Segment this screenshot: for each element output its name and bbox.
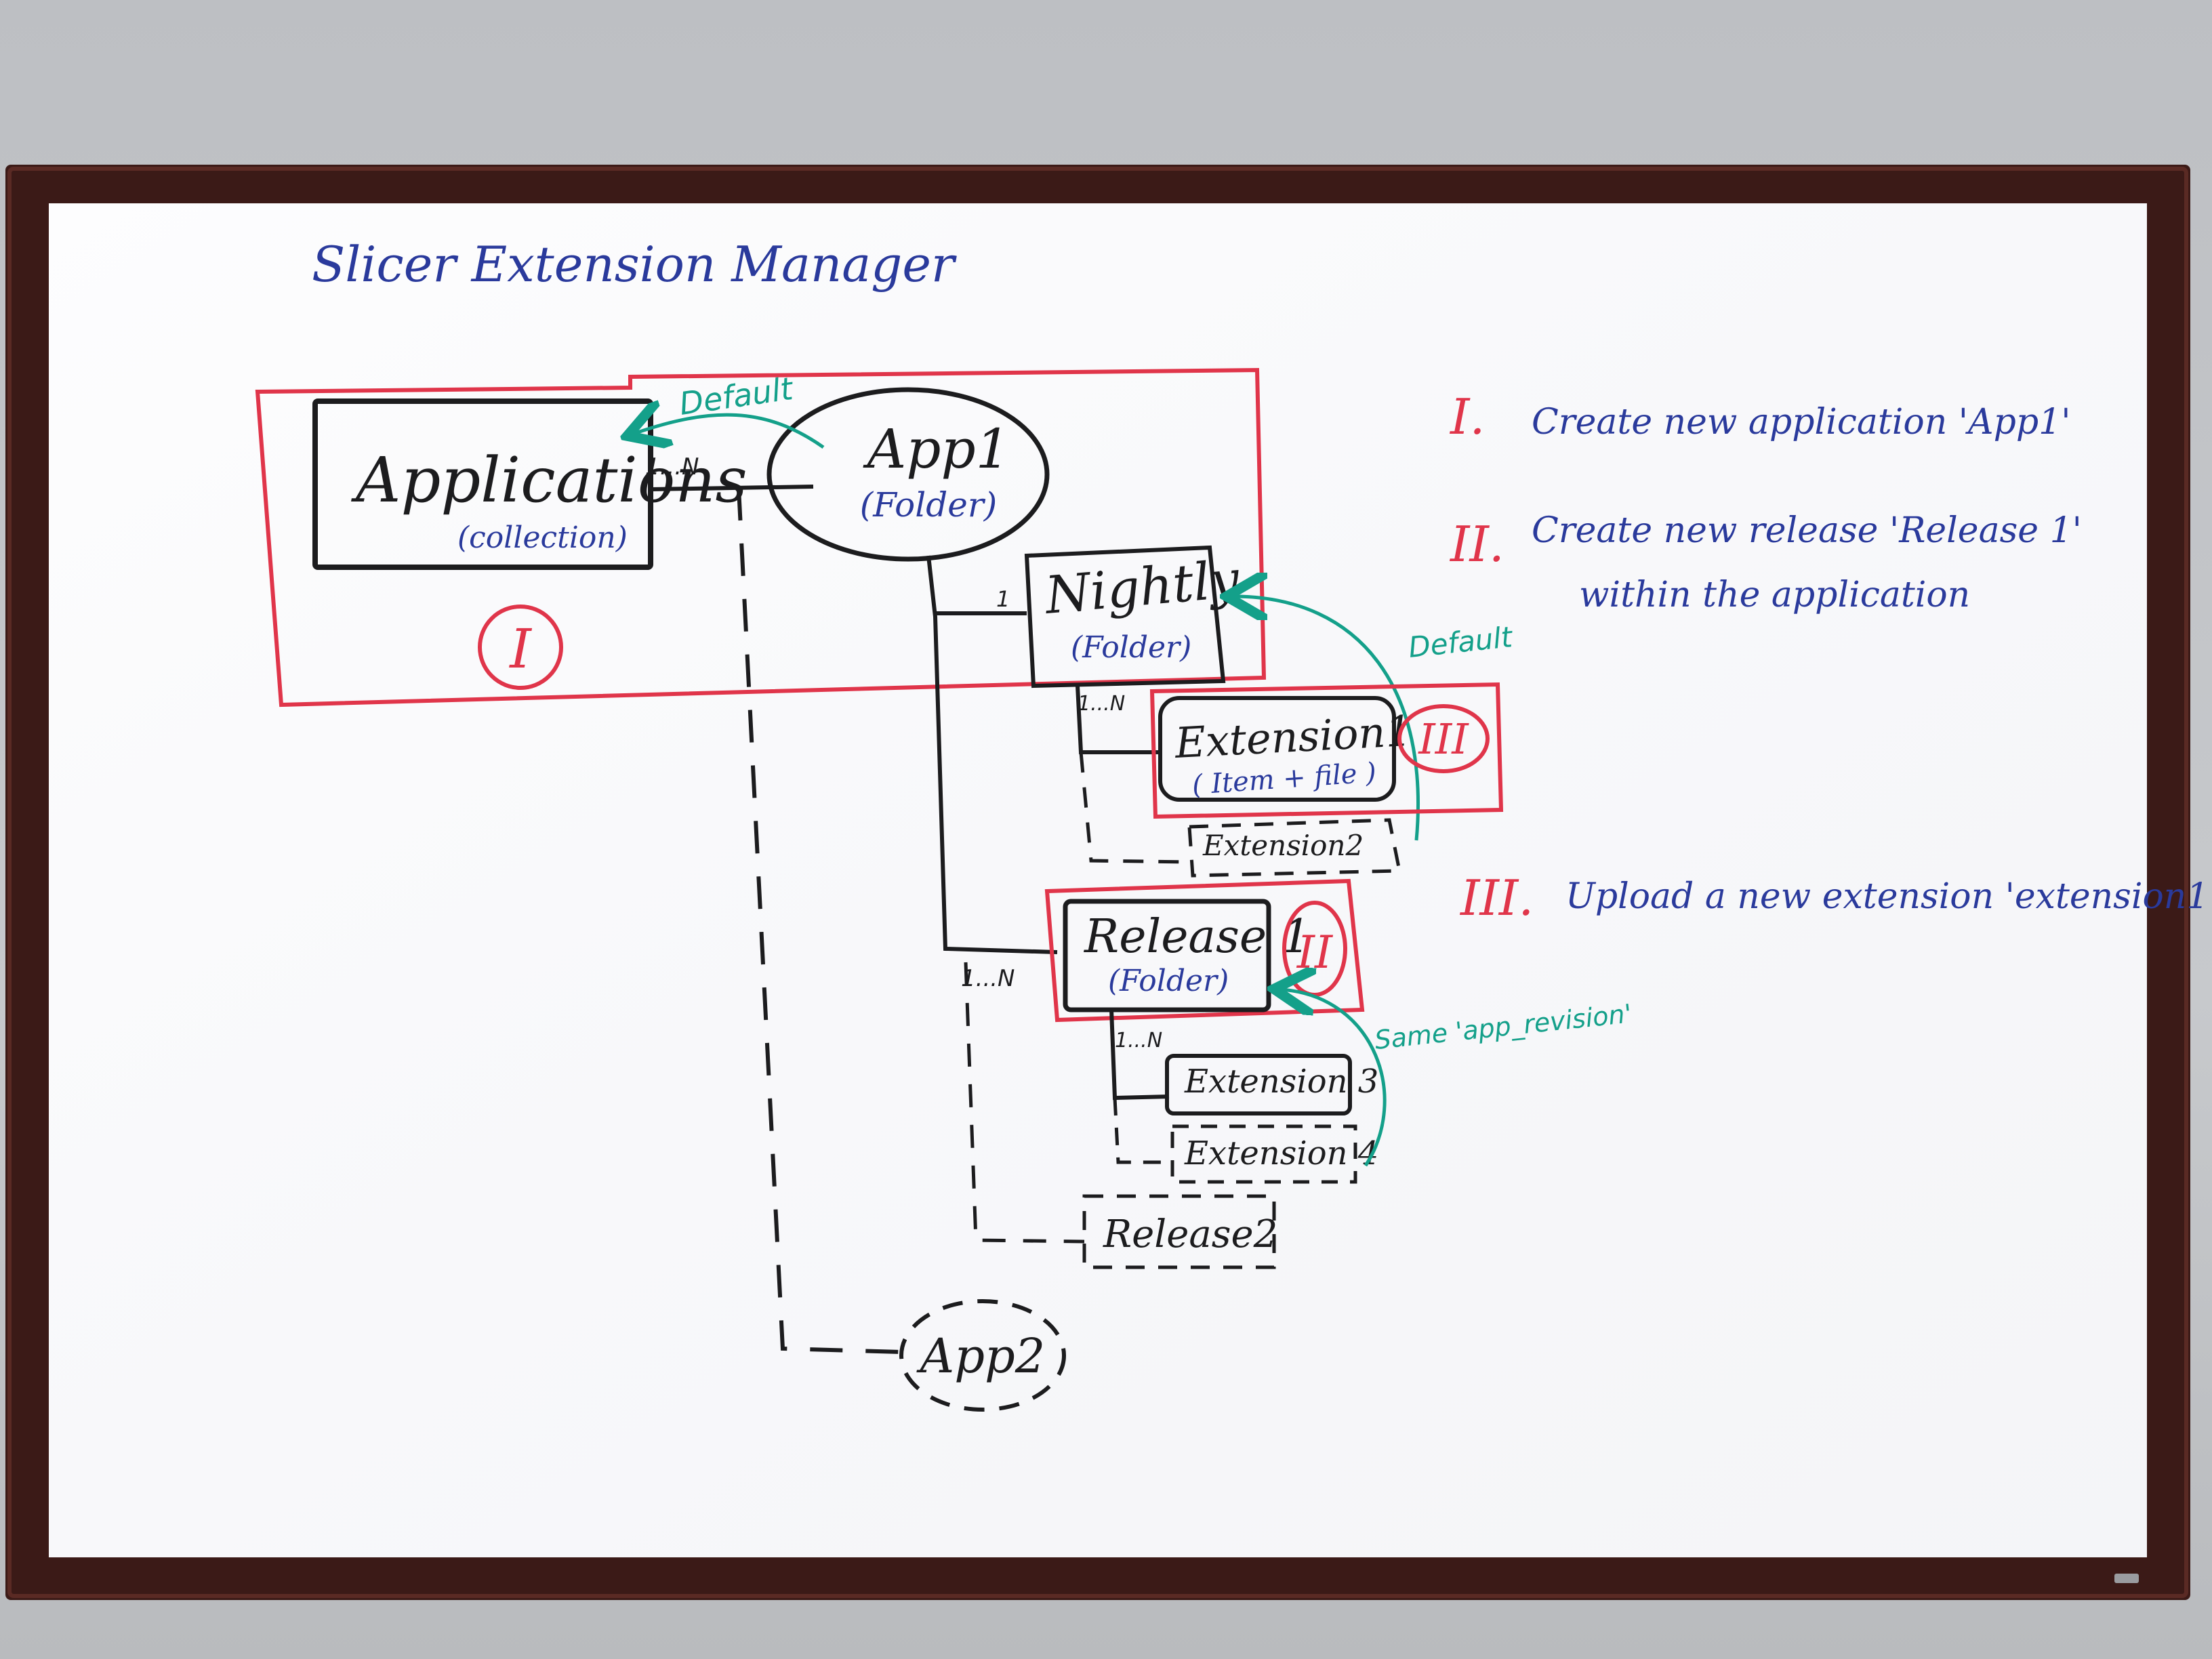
step1-region-outline	[255, 367, 1267, 708]
step3-marker-label: III	[1418, 714, 1469, 764]
applications-type: (collection)	[457, 520, 628, 555]
step3-region-outline	[1149, 682, 1504, 819]
release1-type: (Folder)	[1108, 964, 1229, 998]
board-title: Slicer Extension Manager	[312, 236, 957, 293]
nightly-cardinality: 1	[996, 586, 1010, 612]
whiteboard-frame-highlight	[7, 167, 2188, 1598]
default-nightly-arrow	[1233, 596, 1420, 841]
release1-cardinality: 1...N	[1115, 1029, 1162, 1052]
extension2-label: Extension2	[1202, 829, 1364, 862]
step3-numeral: III.	[1459, 869, 1534, 926]
default-app-arrow	[634, 415, 825, 447]
release1-box	[1063, 899, 1271, 1012]
releases-cardinality: 1...N	[961, 965, 1015, 992]
step2-region-outline	[1044, 878, 1365, 1023]
app1-type: (Folder)	[860, 485, 998, 525]
whiteboard-sheen	[49, 203, 2147, 1557]
extension3-label: Extension 3	[1184, 1063, 1378, 1101]
step2-numeral: II.	[1449, 516, 1504, 573]
step1-marker-label: I	[508, 617, 532, 680]
extension4-label: Extension 4	[1184, 1134, 1378, 1172]
step2-text: Create new release 'Release 1'	[1532, 510, 2082, 551]
extension2-box	[1187, 818, 1402, 878]
release2-label: Release2	[1103, 1212, 1277, 1256]
tray-clip	[2114, 1574, 2139, 1583]
step3-text: Upload a new extension 'extension1'	[1565, 876, 2212, 917]
nightly-box	[1024, 545, 1226, 689]
applications-label: Applications	[350, 444, 747, 516]
release1-label: Release 1	[1083, 910, 1311, 964]
release1-extension4-dashed	[1113, 1097, 1172, 1164]
applications-cardinality: 1...N	[645, 453, 699, 480]
app2-label: App2	[916, 1328, 1046, 1384]
same-revision-arrow	[1281, 989, 1387, 1167]
nightly-type: (Folder)	[1071, 630, 1191, 665]
step2-marker-label: II	[1296, 926, 1334, 979]
steps-list: I. Create new application 'App1' II. Cre…	[1449, 388, 2212, 926]
app1-trunk-line	[926, 555, 1058, 954]
nightly-cardinality-n: 1...N	[1078, 692, 1125, 716]
extension3-box	[1165, 1054, 1352, 1115]
app1-label: App1	[862, 417, 1010, 480]
applications-box	[312, 398, 653, 570]
app2-dashed-connector	[737, 487, 902, 1354]
nightly-extension2-dashed	[1079, 752, 1193, 864]
applications-app1-connector	[650, 485, 814, 491]
app2-node	[899, 1299, 1066, 1412]
release2-dashed-connector	[964, 962, 1085, 1244]
step1-marker-circle	[478, 605, 563, 690]
extension4-box	[1170, 1124, 1357, 1184]
extension1-box	[1158, 696, 1396, 802]
step1-numeral: I.	[1449, 388, 1485, 445]
step3-marker-oval	[1397, 704, 1490, 773]
app1-node	[766, 387, 1050, 562]
step2-text-line2: within the application	[1579, 575, 1970, 615]
step1-text: Create new application 'App1'	[1532, 402, 2071, 443]
